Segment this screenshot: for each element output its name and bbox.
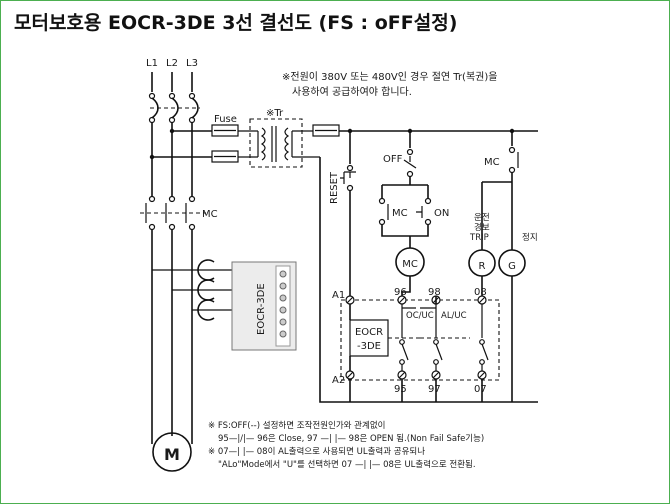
al-uc-label: AL/UC (441, 311, 467, 321)
terminal-07: 07 (474, 384, 487, 395)
on-label: ON (434, 208, 449, 219)
note-top-line2: 사용하여 공급하여야 합니다. (292, 85, 412, 98)
relay-contacts (388, 304, 489, 371)
terminal-96: 96 (394, 287, 407, 298)
note-bottom-1: ※ FS:OFF(--) 설정하면 조작전원인가와 관계없이 (208, 420, 385, 431)
note-bottom-2: 95—|/|— 96은 Close, 97 —| |— 98은 OPEN 됨.(… (218, 433, 484, 444)
phase-label-l1: L1 (146, 58, 158, 69)
phase-label-l2: L2 (166, 58, 178, 69)
relay-internal-box (349, 319, 389, 357)
mc-lamp-contact (508, 146, 519, 174)
note-top-line1: ※전원이 380V 또는 480V인 경우 절연 Tr(복권)을 (282, 70, 497, 83)
main-breaker (148, 72, 200, 124)
fuse-lower (211, 150, 239, 163)
fuse-secondary (312, 124, 340, 137)
fuse-upper (211, 124, 239, 137)
page-title: 모터보호용 EOCR-3DE 3선 결선도 (FS : oFF설정) (14, 12, 458, 34)
relay-box-line2: -3DE (357, 341, 381, 352)
mc-contactor (140, 195, 206, 231)
note-bottom-3: ※ 07—| |— 08이 AL출력으로 사용되면 UL출력과 공유되나 (208, 446, 425, 457)
stop-label: 정지 (522, 232, 538, 243)
terminal-a2: A2 (332, 375, 345, 386)
mc-aux-contact (378, 197, 389, 226)
terminal-95: 95 (394, 384, 407, 395)
terminal-98: 98 (428, 287, 441, 298)
transformer (238, 118, 320, 168)
fuse-label: Fuse (214, 114, 237, 125)
terminal-08: 08 (474, 287, 487, 298)
motor-label: M (164, 445, 180, 464)
mc-aux-label: MC (392, 208, 408, 219)
relay-box-line1: EOCR (355, 327, 383, 338)
trip-label-line1: 운전 (474, 212, 490, 223)
trip-label-line3: TRIP (469, 233, 489, 243)
reset-button[interactable] (340, 164, 356, 192)
reset-label: RESET (329, 171, 340, 204)
trip-label-line2: 경보 (474, 222, 490, 233)
mc-contactor-label: MC (202, 209, 218, 220)
lamp-r-label: R (479, 261, 486, 272)
relay-vertical-label: EOCR-3DE (256, 283, 267, 335)
current-transformers (197, 259, 215, 321)
oc-uc-label: OC/UC (406, 311, 434, 321)
lamp-g-label: G (508, 261, 516, 272)
mc-coil-label: MC (402, 259, 418, 270)
motor (151, 398, 193, 472)
mc-lamp-label: MC (484, 157, 500, 168)
terminal-a1: A1 (332, 290, 345, 301)
off-label: OFF (383, 154, 403, 165)
terminal-97: 97 (428, 384, 441, 395)
off-button[interactable] (403, 148, 417, 178)
relay-dashed-box (340, 299, 500, 381)
terminals-bottom (345, 370, 487, 380)
on-button[interactable] (416, 197, 432, 226)
phase-label-l3: L3 (186, 58, 198, 69)
terminals-top (345, 295, 487, 305)
transformer-label: ※Tr (266, 108, 284, 119)
note-bottom-4: "ALo"Mode에서 "U"를 선택하면 07 —| |— 08은 UL출력으… (218, 459, 476, 470)
eocr-relay-unit (231, 261, 297, 351)
